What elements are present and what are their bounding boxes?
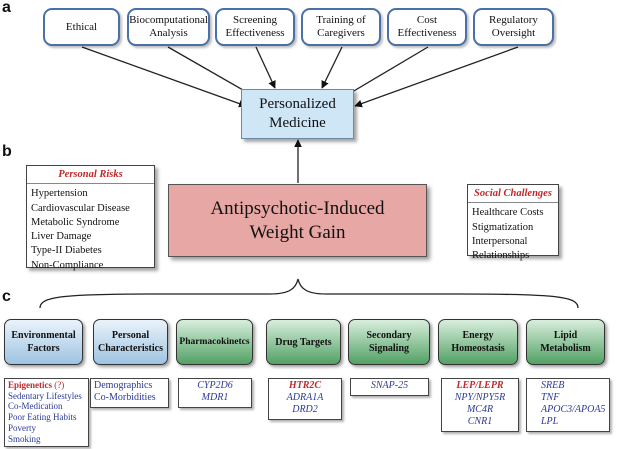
lep-lepr-gene: LEP/LEPR [456, 380, 504, 391]
risk-item: Non-Compliance [31, 259, 104, 271]
factor-regulatory-oversight: Regulatory Oversight [473, 8, 554, 46]
panel-label-a: a [2, 0, 11, 16]
category-pharmacokinetics: Pharmacokinetcs [176, 319, 253, 365]
arrow-regulatory [354, 46, 519, 108]
social-challenges-box: Social Challenges Healthcare Costs Stigm… [467, 184, 559, 261]
social-item: Healthcare Costs [472, 207, 544, 219]
panel-label-c: c [2, 288, 11, 305]
personal-risks-list: Hypertension Cardiovascular Disease Meta… [31, 187, 150, 273]
personal-characteristics-list: Demographics Co-Morbidities [90, 378, 169, 408]
gene-item: SREB [541, 380, 565, 391]
lipid-metabolism-list: SREB TNF APOC3/APOA5 LPL [526, 378, 610, 432]
gene-item: MDR1 [201, 392, 229, 403]
factor-biocomputational-analysis: Biocomputational Analysis [127, 8, 210, 46]
arrow-cost [341, 46, 429, 99]
social-item: Interpersonal [472, 235, 528, 247]
gene-item: CYP2D6 [197, 380, 233, 391]
risk-item: Type-II Diabetes [31, 245, 102, 257]
social-item: Relationships [472, 250, 530, 262]
category-drug-targets: Drug Targets [266, 319, 341, 365]
gene-item: MC4R [466, 404, 494, 415]
social-challenges-list: Healthcare Costs Stigmatization Interper… [472, 206, 554, 263]
panel-label-b: b [2, 143, 12, 160]
gene-item: SNAP-25 [370, 380, 409, 391]
category-personal-characteristics: Personal Characteristics [93, 319, 168, 365]
personal-risks-box: Personal Risks Hypertension Cardiovascul… [26, 165, 155, 271]
risk-item: Liver Damage [31, 231, 92, 243]
risk-item: Metabolic Syndrome [31, 216, 120, 228]
drug-targets-list: HTR2C ADRA1A DRD2 [268, 378, 342, 420]
environment-item: Poor Eating Habits [8, 412, 77, 423]
brace [39, 278, 579, 309]
personal-item: Co-Morbidities [94, 392, 156, 403]
factor-ethical: Ethical [43, 8, 120, 46]
arrow-screening [255, 46, 276, 89]
social-challenges-title: Social Challenges [468, 187, 558, 204]
gene-item: LPL [541, 416, 559, 427]
factor-screening-effectiveness: Screening Effectiveness [215, 8, 295, 46]
gene-item: APOC3/APOA5 [541, 404, 606, 415]
category-environmental-factors: Environmental Factors [4, 319, 83, 365]
category-energy-homeostasis: Energy Homeostasis [438, 319, 518, 365]
environment-item: Poverty [8, 422, 36, 433]
gene-item: ADRA1A [286, 392, 324, 403]
epigenetics-label: Epigenetics [8, 380, 52, 390]
factor-training-of-caregivers: Training of Caregivers [301, 8, 381, 46]
environmental-factors-list: Epigenetics (?) Sedentary Lifestyles Co-… [4, 378, 89, 447]
environment-item: Smoking [8, 433, 41, 444]
environment-item: Sedentary Lifestyles [8, 390, 82, 401]
category-lipid-metabolism: Lipid Metabolism [526, 319, 605, 365]
gene-item: DRD2 [292, 404, 318, 415]
htr2c-gene: HTR2C [288, 380, 322, 391]
pharmacokinetics-list: CYP2D6 MDR1 [178, 378, 252, 408]
factor-cost-effectiveness: Cost Effectiveness [387, 8, 467, 46]
gene-item: NPY/NPY5R [454, 392, 506, 403]
arrow-ethical [81, 46, 247, 108]
risk-item: Hypertension [31, 188, 88, 200]
secondary-signaling-list: SNAP-25 [350, 378, 429, 396]
category-secondary-signaling: Secondary Signaling [348, 319, 430, 365]
risk-item: Cardiovascular Disease [31, 202, 130, 214]
central-weight-gain-box: Antipsychotic-Induced Weight Gain [168, 184, 427, 257]
social-item: Stigmatization [472, 221, 534, 233]
environment-item: Co-Medication [8, 401, 63, 412]
gene-item: TNF [541, 392, 560, 403]
personal-risks-title: Personal Risks [27, 168, 154, 185]
personal-item: Demographics [94, 380, 153, 391]
energy-homeostasis-list: LEP/LEPR NPY/NPY5R MC4R CNR1 [441, 378, 519, 432]
arrow-training [321, 46, 343, 89]
gene-item: CNR1 [467, 416, 493, 427]
personalized-medicine-box: Personalized Medicine [241, 89, 354, 139]
